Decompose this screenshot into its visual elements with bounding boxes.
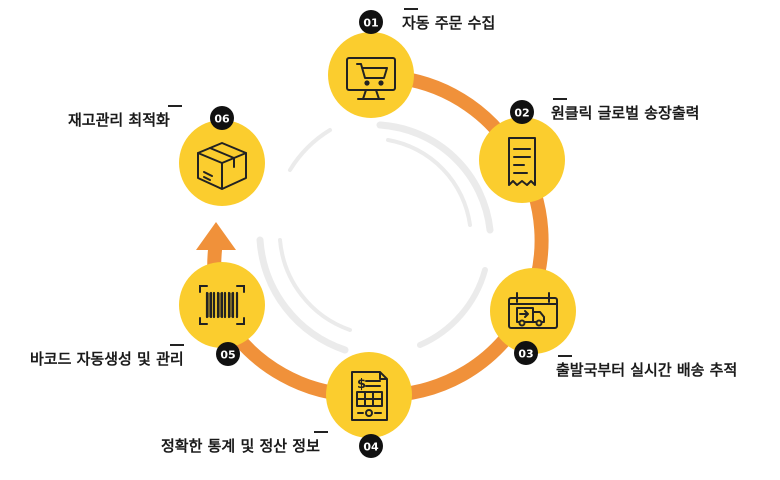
cycle-arrowhead-icon [196, 222, 236, 250]
step-04-label: 정확한 통계 및 정산 정보 [161, 431, 328, 455]
step-badge [359, 434, 383, 458]
step-number: 05 [220, 349, 235, 362]
step-01: 01 [328, 10, 414, 118]
step-03-label: 출발국부터 실시간 배송 추적 [556, 355, 737, 379]
step-badge [359, 10, 383, 34]
step-number: 04 [363, 441, 379, 454]
step-badge [210, 106, 234, 130]
monitor-cart-icon [346, 57, 396, 100]
invoice-icon: $ [351, 371, 388, 421]
step-badge [216, 342, 240, 366]
svg-text:$: $ [357, 377, 366, 392]
step-circle [326, 352, 412, 438]
receipt-icon [508, 137, 536, 186]
delivery-truck-icon [508, 292, 558, 329]
step-03: 03 [490, 268, 576, 365]
step-number: 01 [363, 17, 378, 30]
step-06-label: 재고관리 최적화 [68, 105, 182, 129]
step-number: 03 [518, 348, 533, 361]
step-05-label: 바코드 자동생성 및 관리 [30, 344, 184, 368]
step-circle [479, 117, 565, 203]
step-04: $ 04 [326, 352, 412, 458]
step-02: 02 [479, 100, 565, 203]
step-number: 06 [214, 113, 230, 126]
decorative-arcs [256, 121, 494, 354]
box-icon [197, 142, 247, 190]
step-01-label: 자동 주문 수집 [402, 8, 495, 32]
barcode-icon [199, 285, 245, 325]
step-02-label: 원클릭 글로벌 송장출력 [551, 98, 699, 122]
step-badge [514, 341, 538, 365]
step-06: 06 [179, 106, 265, 206]
step-number: 02 [514, 107, 529, 120]
step-badge [510, 100, 534, 124]
step-circle [328, 32, 414, 118]
step-05: 05 [179, 262, 265, 366]
